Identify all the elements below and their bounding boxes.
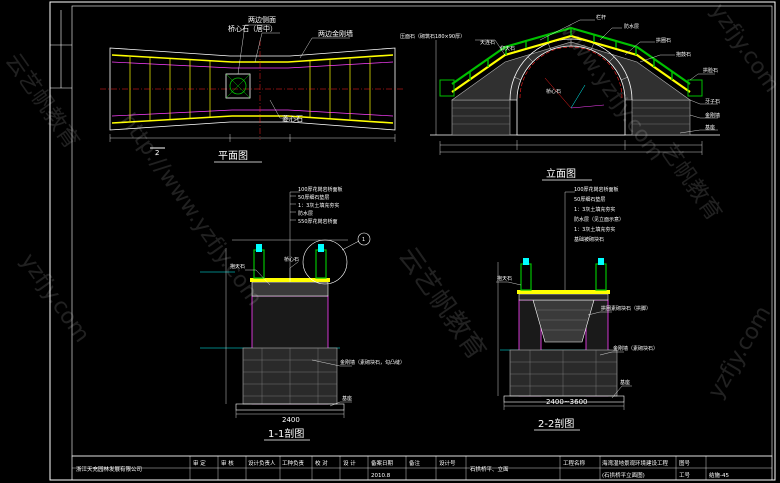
plan-view: 两边侧面 桥心石（居中） 两边金刚墙 菱心石 2 平面图 [100,15,405,163]
watermark-5: yzfjy.com [705,0,780,97]
watermark-1: http://www.yzfjy.com [115,109,267,311]
s2-layer-3: 1：3灰土填充夯实 [574,206,615,213]
plan-label-side-top: 两边侧面 [248,15,276,24]
section-1-1: 1 100厚花岗岩桥面板 50厚细石垫层 1：3灰土填充夯实 防水层 550厚花… [200,186,405,441]
binding-margin [50,10,72,89]
elev-label-diamond-wall: 金刚墙 [705,112,720,119]
elevation-view: 压面石（砌筑石180×90厚） 天连石 仰天石 栏杆 防水层 拱圈石 抱鼓石 拱… [400,14,720,181]
elev-label-side: 仰天石 [500,45,515,52]
elev-label-guard-stone: 抱鼓石 [676,51,691,58]
s1-layer-3: 1：3灰土填充夯实 [298,202,339,209]
tb-cell-8: 备注 [409,459,421,467]
watermark-4: 云艺帆教育 [392,242,491,366]
tb-company: 浙江天充园林发展有限公司 [76,465,142,473]
tb-cell-3: 工种负责 [282,459,305,467]
tb-cell-0: 审 定 [193,459,206,467]
tb-cell-7: 2010.8 [371,473,391,479]
plan-view-title: 平面图 [218,150,248,162]
tb-cell-15: (石拱桥平立面图) [602,471,645,479]
tb-cell-13: 图号 [679,459,691,467]
s1-layer-5: 550厚花岗岩桥面 [298,218,338,225]
tb-cell-10: 石拱桥平、立面 [470,465,509,473]
elevation-view-title: 立面图 [546,167,576,180]
watermark-6: yzfjy.com [15,249,94,347]
plan-label-side-wall: 两边金刚墙 [318,29,353,38]
s1-label-heart-stone: 桥心石 [284,256,299,263]
tb-cell-1: 审 核 [221,459,234,467]
s1-label-foundation: 基座 [342,395,352,402]
tb-cell-14: 工号 [679,472,691,479]
elev-label-step-stone: 牙子石 [705,98,720,105]
tb-cell-12: 海湾湿地景观环境建设工程 [602,459,669,467]
plan-label-paving: 菱心石 [282,114,303,123]
watermark-layer: http://www.yzfjy.com 云艺帆教育 www.yzfjy.com… [0,0,780,403]
callout-number: 1 [362,237,365,243]
tb-cell-2: 设计负责人 [248,459,276,467]
tb-cell-16: 结施-45 [709,471,729,479]
elev-label-arch-face: 拱脸石 [703,67,718,74]
tb-cell-6: 备案日期 [371,459,394,467]
s2-label-vault: 拱圈素砌块石（拱脚） [601,305,651,312]
watermark-2: 云艺帆教育 [0,49,84,153]
s1-layer-1: 100厚花岗岩桥面板 [298,186,343,193]
s2-layer-2: 50厚细石垫层 [574,196,605,203]
section-2-title: 2-2剖图 [538,417,574,430]
s2-label-top: 抱天石 [497,275,512,282]
s2-layer-6: 基础被砌块石 [574,236,604,243]
title-block: 浙江天充园林发展有限公司 审 定 审 核 设计负责人 工种负责 校 对 设 计 … [71,455,773,481]
s1-label-top: 抱天石 [230,263,245,270]
elev-label-top: 天连石 [480,39,495,46]
s2-layer-1: 100厚花岗岩桥面板 [574,186,619,193]
s1-label-diamond-wall: 金刚墙（素砌块石，勾凸缝） [340,359,405,366]
section-2-2: 100厚花岗岩桥面板 50厚细石垫层 1：3灰土填充夯实 防水层（见立面示意） … [496,186,658,431]
tb-cell-5: 设 计 [343,459,356,467]
tb-cell-11: 工程名称 [563,459,586,467]
tb-cell-9: 设计号 [439,459,456,467]
elev-label-parapet: 栏杆 [596,14,606,21]
section-1-title: 1-1剖图 [268,427,304,440]
s2-layer-5: 1：3灰土填充夯实 [574,226,615,233]
s1-width-dim: 2400 [282,416,300,424]
sheet-border [49,1,776,481]
tb-cell-4: 校 对 [315,459,328,467]
inner-border [71,5,773,457]
elev-label-waterproof: 防水层 [624,23,639,30]
s2-label-diamond-wall: 金刚墙（素砌块石） [613,345,658,352]
s1-layer-2: 50厚细石垫层 [298,194,329,201]
s2-width-dim: 2400~3600 [546,398,588,406]
s1-layer-4: 防水层 [298,210,313,217]
plan-label-heart-stone: 桥心石（居中） [228,24,277,33]
elev-label-arch-stone: 拱圈石 [656,37,671,44]
elev-label-foundation: 基座 [705,124,715,131]
s2-layer-4: 防水层（见立面示意） [574,216,624,223]
s2-label-foundation: 基座 [620,379,630,386]
elev-label-cap-stone: 压面石（砌筑石180×90厚） [400,33,465,40]
plan-section-mark: 2 [155,149,159,157]
watermark-8: yzfjy.com [704,302,777,403]
elev-label-heart-stone: 桥心石 [546,88,561,95]
